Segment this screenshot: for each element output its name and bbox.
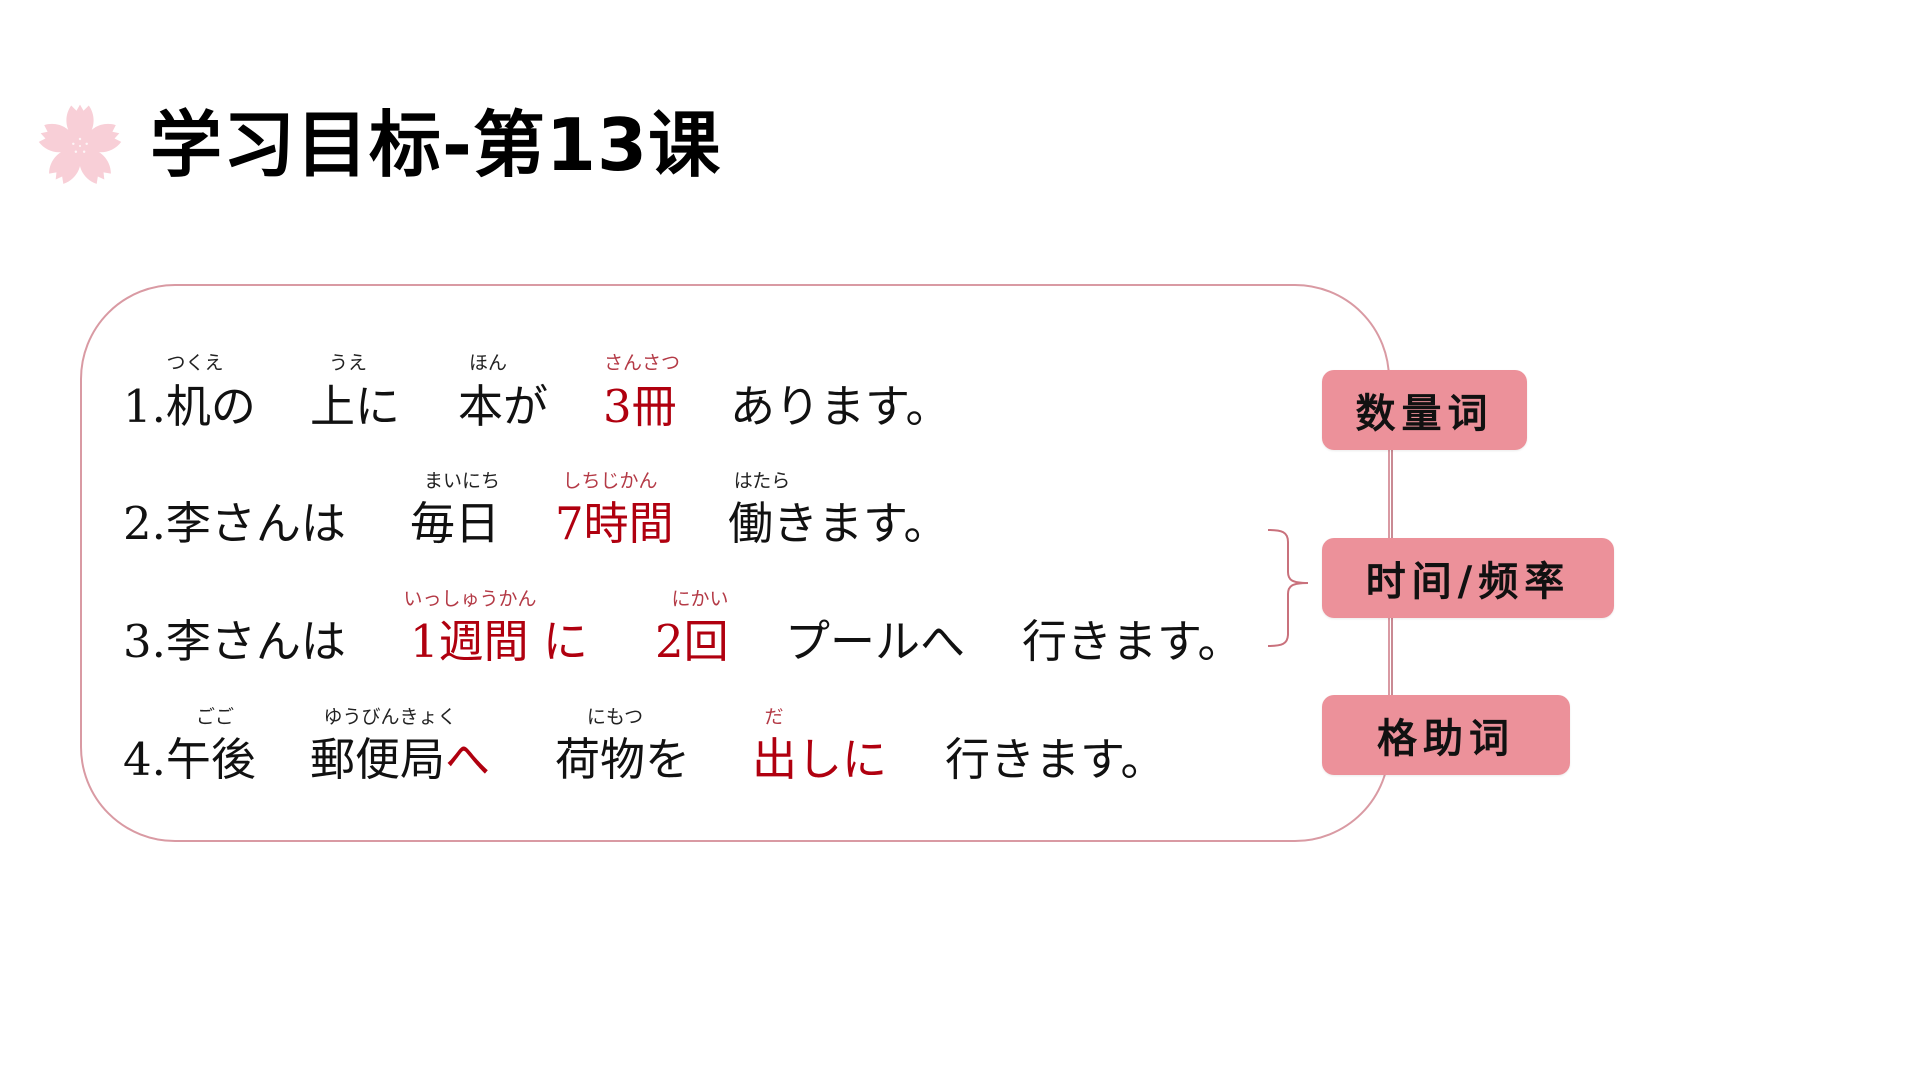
segment-hatarakimasu: 働きます。 — [728, 497, 949, 550]
ruby-hatara: はたら — [733, 470, 791, 492]
segment-ri-san-wa: 3.李さんは — [123, 615, 346, 668]
segment-shichijikan: 7時間 — [555, 497, 674, 550]
ruby-mainichi: まいにち — [423, 470, 501, 492]
ruby-sansatsu: さんさつ — [603, 352, 681, 374]
segment-nikai: 2回 — [655, 615, 729, 668]
yuubinkyoku-text: 郵便局 — [310, 733, 446, 786]
page-title: 学习目标-第13课 — [150, 103, 722, 187]
ruby-hon: ほん — [468, 352, 508, 374]
segment-nimotsu-o: 荷物を — [555, 733, 691, 786]
particle-e: へ — [445, 733, 491, 786]
ruby-nikai: にかい — [671, 588, 729, 610]
segment-ue-ni: 上に — [310, 380, 401, 433]
sentence-card — [80, 284, 1390, 842]
ruby-gogo: ごご — [195, 706, 235, 728]
connector-line-2 — [1391, 618, 1393, 695]
segment-mainichi: 毎日 — [410, 497, 501, 550]
cherry-blossom-icon — [36, 104, 124, 188]
segment-ikimasu: 行きます。 — [1022, 615, 1243, 668]
ruby-ue: うえ — [328, 352, 368, 374]
connector-line-1 — [1391, 450, 1393, 538]
ruby-nimotsu: にもつ — [586, 706, 644, 728]
segment-hon-ga: 本が — [458, 380, 549, 433]
ruby-tsukue: つくえ — [166, 352, 224, 374]
segment-puuru-e: プールへ — [785, 615, 966, 668]
segment-dashini: 出しに — [752, 733, 888, 786]
segment-gogo: 4.午後 — [123, 733, 256, 786]
tag-quantifier: 数量词 — [1322, 370, 1527, 450]
tag-case-particle: 格助词 — [1322, 695, 1570, 775]
segment-arimasu: あります。 — [730, 380, 951, 433]
ruby-yuubinkyoku: ゆうびんきょく — [323, 706, 457, 728]
segment-yuubinkyoku: 郵便局へ — [310, 733, 490, 787]
ruby-isshuukan: いっしゅうかん — [403, 588, 537, 610]
segment-sansatsu: 3冊 — [603, 380, 677, 433]
segment-ri-san-wa: 2.李さんは — [123, 497, 346, 550]
ruby-shichijikan: しちじかん — [562, 470, 658, 492]
tag-time-frequency: 时间/频率 — [1322, 538, 1614, 618]
segment-tsukue-no: 1.机の — [123, 380, 256, 433]
ruby-da: だ — [764, 706, 784, 728]
segment-isshuukan-ni: 1週間 に — [410, 615, 588, 668]
segment-ikimasu: 行きます。 — [945, 733, 1166, 786]
